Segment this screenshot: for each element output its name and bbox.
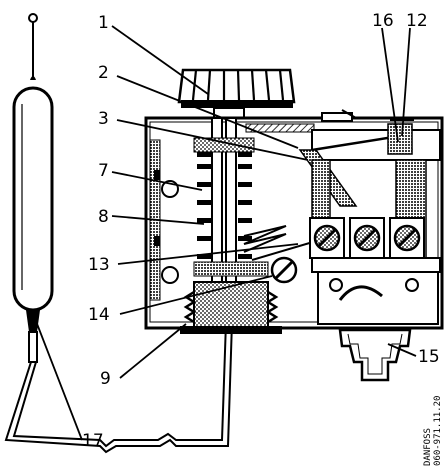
leader-lines (33, 25, 417, 441)
callout-labels: 1 2 3 7 8 13 14 9 17 16 12 15 (82, 11, 440, 451)
callout-9: 9 (100, 369, 111, 389)
callout-15: 15 (418, 347, 440, 367)
leader-14 (119, 275, 273, 315)
adjustment-knob (177, 68, 296, 119)
contact-system (298, 123, 441, 273)
leader-12 (401, 27, 411, 137)
leader-3 (116, 119, 309, 161)
cable-entry (317, 271, 439, 382)
leader-9 (119, 323, 187, 379)
callout-16: 16 (372, 11, 394, 31)
sensing-bulb (12, 13, 54, 363)
callout-12: 12 (406, 11, 428, 31)
spring-assembly (193, 117, 341, 297)
callout-8: 8 (98, 207, 109, 227)
leader-8 (111, 215, 205, 225)
callout-13: 13 (88, 255, 110, 275)
leader-1 (111, 25, 209, 95)
leader-15 (387, 343, 417, 357)
callout-1: 1 (98, 13, 109, 33)
callout-7: 7 (98, 161, 109, 181)
leader-7 (111, 171, 203, 191)
capillary-tube (4, 321, 233, 454)
leader-2 (116, 75, 299, 149)
leader-17 (33, 315, 83, 441)
leader-16 (381, 27, 399, 143)
terminal-screws (309, 217, 425, 259)
leader-13 (117, 243, 299, 265)
callout-3: 3 (98, 109, 109, 129)
credit-brand: DANFOSS (423, 428, 433, 466)
callout-17: 17 (82, 431, 104, 451)
credit-code: 060-971.11.20 (433, 396, 443, 466)
callout-14: 14 (88, 305, 110, 325)
callout-2: 2 (98, 63, 109, 83)
drawing-credit: DANFOSS 060-971.11.20 (423, 396, 443, 466)
bellows (180, 281, 282, 334)
